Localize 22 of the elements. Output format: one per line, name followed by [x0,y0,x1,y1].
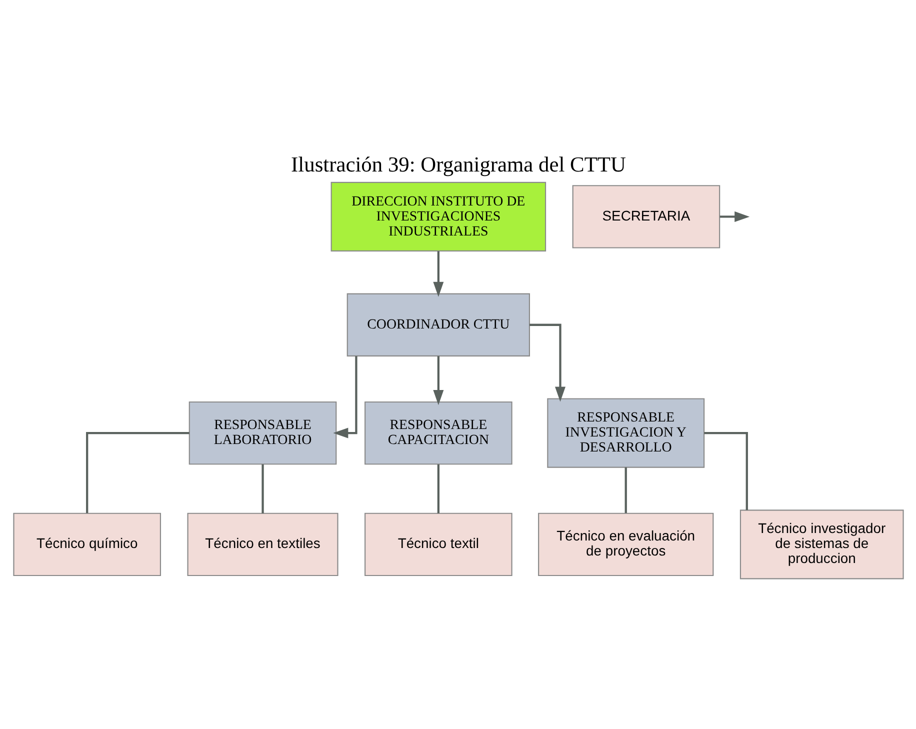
node-box: SECRETARIA [572,185,720,248]
arrow [432,251,444,297]
connector [436,464,439,514]
node-box: DIRECCION INSTITUTO DE INVESTIGACIONES INDUSTRIALES [330,182,546,252]
node-box: Técnico en textiles [186,512,338,576]
connector [261,464,264,514]
node-box: COORDINADOR CTTU [346,293,530,356]
node-box: Técnico químico [12,512,160,576]
arrow [432,356,444,406]
node-box: RESPONSABLE INVESTIGACION Y DESARROLLO [546,398,704,468]
node-box: RESPONSABLE CAPACITACION [364,401,512,465]
arrow [719,211,750,222]
arrow [529,324,565,402]
node-box: Técnico textil [364,512,512,576]
node-box: Técnico investigador de sistemas de produccion [739,510,904,580]
connector [704,432,748,510]
connector [86,432,189,514]
diagram-title: Ilustración 39: Organigrama del CTTU [290,152,626,177]
arrow [332,356,357,438]
node-box: Técnico en evaluación de proyectos [538,512,714,576]
connector [624,467,626,514]
node-box: RESPONSABLE LABORATORIO [188,401,336,465]
